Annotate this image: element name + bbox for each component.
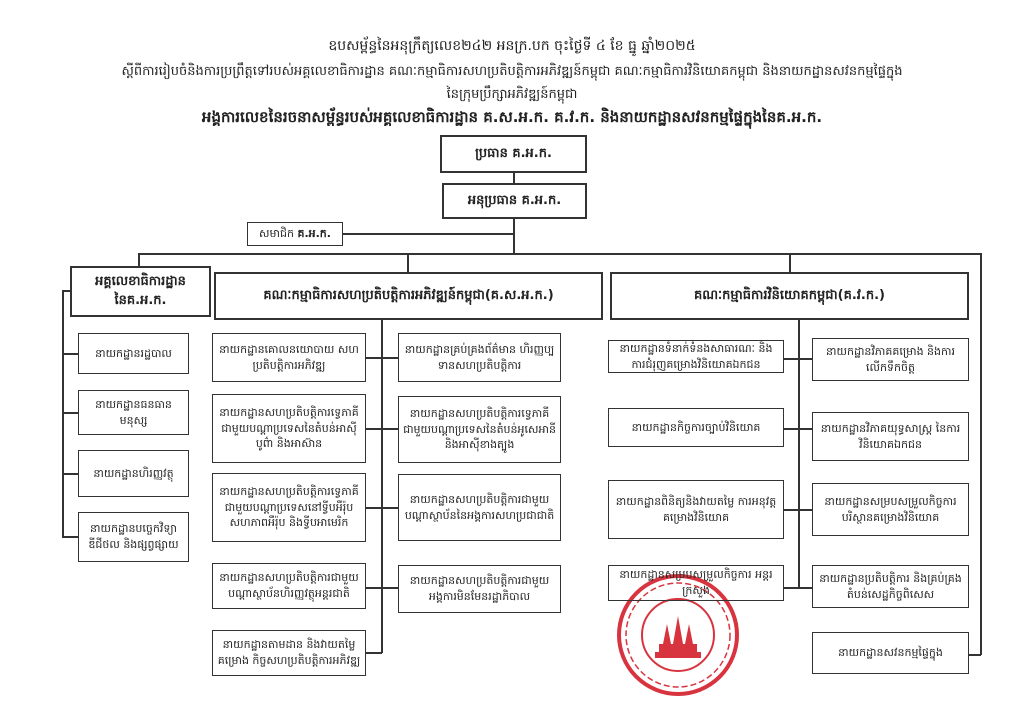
member-box: សមាជិក គ.អ.ក. [247, 222, 343, 246]
department-box: នាយកដ្ឋានសហប្រតិបត្តិការជាមួយ អង្គការមិន… [398, 565, 561, 613]
department-box: នាយកដ្ឋានកិច្ចការច្បាប់វិនិយោគ [608, 408, 784, 447]
department-box: នាយកដ្ឋានគោលនយោបាយ សហប្រតិបត្តិការអភិវឌ្… [212, 333, 366, 382]
header-ref: ឧបសម្ព័ន្ធនៃអនុក្រឹត្យលេខ២៤២ អនក្រ.បក ចុ… [328, 38, 696, 54]
connector [138, 253, 981, 255]
department-box: នាយកដ្ឋានសហប្រតិបត្តិការជាមួយ បណ្តាស្ថាប… [398, 474, 561, 541]
chairman-box: ប្រធាន គ.អ.ក. [440, 135, 587, 173]
connector [342, 233, 513, 235]
department-label: នាយកដ្ឋានកិច្ចការច្បាប់វិនិយោគ [631, 420, 761, 434]
connector [798, 320, 800, 588]
member-label: សមាជិក [259, 227, 294, 241]
department-label: នាយកដ្ឋានសហប្រតិបត្តិការជាមួយ អង្គការមិន… [409, 574, 550, 603]
department-label: នាយកដ្ឋានធនធានមនុស្ស [95, 397, 172, 427]
connector [62, 412, 78, 414]
connector [62, 290, 64, 537]
connector [62, 290, 70, 292]
department-label: នាយកដ្ឋានគ្រប់គ្រងព័ត៌មាន ហិរញ្ញប្បទានសហ… [404, 342, 555, 372]
connector [407, 253, 409, 273]
connector [365, 587, 398, 589]
department-label: នាយកដ្ឋានបច្ចេកវិទ្យា ឌីជីថល និងផ្សព្វផ្… [88, 522, 179, 551]
department-box: នាយកដ្ឋានសហប្រតិបត្តិការទ្វេភាគី ជាមួយបណ… [212, 473, 366, 542]
department-box: នាយកដ្ឋានធនធានមនុស្ស [78, 390, 189, 435]
connector [62, 536, 78, 538]
department-box: នាយកដ្ឋានបច្ចេកវិទ្យា ឌីជីថល និងផ្សព្វផ្… [78, 512, 189, 562]
department-label: នាយកដ្ឋានរដ្ឋបាល [95, 346, 172, 360]
department-label: នាយកដ្ឋានសហប្រតិបត្តិការទ្វេភាគី ជាមួយបណ… [403, 406, 556, 452]
connector [789, 253, 791, 273]
connector [365, 428, 398, 430]
connector [381, 320, 383, 653]
department-box: នាយកដ្ឋានសហប្រតិបត្តិការជាមួយ បណ្តាស្ថាប… [212, 563, 366, 609]
department-box: នាយកដ្ឋានប្រតិបត្តិការ និងគ្រប់គ្រងតំបន់… [812, 565, 969, 608]
department-label: នាយកដ្ឋានសម្របសម្រួលកិច្ចការ បរិស្ថានគម្… [824, 494, 957, 524]
department-label: នាយកដ្ឋានវិភាគគម្រោង និងការលើកទឹកចិត្ត [826, 344, 955, 374]
crdb-title: គណៈកម្មាធិការសហប្រតិបត្តិការអភិវឌ្ឍន៍កម្… [263, 287, 554, 303]
cib-box: គណៈកម្មាធិការវិនិយោគកម្ពុជា(គ.វ.ក.) [610, 272, 969, 320]
connector [62, 473, 78, 475]
department-label: នាយកដ្ឋានសហប្រតិបត្តិការជាមួយ បណ្តាស្ថាប… [219, 571, 359, 600]
vice-chairman-label: អនុប្រធាន គ.អ.ក. [467, 192, 562, 208]
department-box: នាយកដ្ឋានតាមដាន និងវាយតម្លៃគម្រោង កិច្ចស… [212, 630, 366, 676]
connector [968, 654, 981, 656]
department-box: នាយកដ្ឋានហិរញ្ញវត្ថុ [78, 450, 189, 497]
department-box: នាយកដ្ឋានពិនិត្យនិងវាយតម្លៃ ការអនុវត្តគម… [608, 480, 784, 539]
chairman-label: ប្រធាន គ.អ.ក. [475, 145, 552, 161]
connector [138, 253, 140, 267]
department-label: នាយកដ្ឋានតាមដាន និងវាយតម្លៃគម្រោង កិច្ចស… [217, 638, 361, 667]
department-box: នាយកដ្ឋានរដ្ឋបាល [78, 333, 189, 374]
department-label: នាយកដ្ឋានហិរញ្ញវត្ថុ [93, 466, 174, 480]
internal-audit-box: នាយកដ្ឋានសវនកម្មផ្ទៃក្នុង [812, 632, 969, 674]
chart-title: អង្គការលេខនៃរចនាសម្ព័ន្ធរបស់អគ្គលេខាធិកា… [201, 108, 823, 126]
connector [62, 353, 78, 355]
department-box: នាយកដ្ឋានសហប្រតិបត្តិការទ្វេភាគី ជាមួយបណ… [398, 396, 561, 463]
member-org: គ.អ.ក. [297, 227, 331, 241]
connector [365, 507, 398, 509]
connector [365, 652, 382, 654]
department-label: នាយកដ្ឋានគោលនយោបាយ សហប្រតិបត្តិការអភិវឌ្… [219, 342, 359, 372]
connector [783, 509, 812, 511]
header-subject-cont: នៃក្រុមប្រឹក្សាអភិវឌ្ឍន៍កម្ពុជា [446, 87, 578, 102]
department-box: នាយកដ្ឋានទំនាក់ទំនងសាធារណៈ និងការជំរុញគម… [608, 340, 784, 373]
department-label: នាយកដ្ឋានទំនាក់ទំនងសាធារណៈ និងការជំរុញគម… [619, 341, 773, 371]
department-label: នាយកដ្ឋានសហប្រតិបត្តិការជាមួយ បណ្តាស្ថាប… [404, 492, 555, 522]
department-label: នាយកដ្ឋានសវនកម្មផ្ទៃក្នុង [838, 646, 943, 660]
connector [980, 253, 982, 655]
secretariat-title: អគ្គលេខាធិការដ្ឋាន នៃគ.អ.ក. [95, 273, 186, 308]
department-box: នាយកដ្ឋានសម្របសម្រួលកិច្ចការ បរិស្ថានគម្… [812, 483, 969, 536]
vice-chairman-box: អនុប្រធាន គ.អ.ក. [442, 183, 587, 219]
connector [783, 358, 812, 360]
department-label: នាយកដ្ឋានសម្របសម្រួលកិច្ចការ អន្តរក្រសួង [619, 568, 773, 597]
department-box: នាយកដ្ឋានវិភាគគម្រោង និងការលើកទឹកចិត្ត [812, 338, 969, 381]
department-box: នាយកដ្ឋានគ្រប់គ្រងព័ត៌មាន ហិរញ្ញប្បទានសហ… [398, 333, 561, 382]
department-label: នាយកដ្ឋានពិនិត្យនិងវាយតម្លៃ ការអនុវត្តគម… [615, 494, 777, 524]
connector [783, 587, 812, 589]
official-seal-icon [617, 574, 739, 696]
cib-title: គណៈកម្មាធិការវិនិយោគកម្ពុជា(គ.វ.ក.) [694, 287, 885, 303]
crdb-box: គណៈកម្មាធិការសហប្រតិបត្តិការអភិវឌ្ឍន៍កម្… [214, 272, 603, 320]
department-label: នាយកដ្ឋានវិភាគយុទ្ធសាស្ត្រ នៃការវិនិយោគឯ… [820, 421, 961, 451]
header-subject: ស្តីពីការរៀបចំនិងការប្រព្រឹត្តទៅរបស់អគ្គ… [121, 64, 903, 79]
department-box: នាយកដ្ឋានវិភាគយុទ្ធសាស្ត្រ នៃការវិនិយោគឯ… [812, 412, 969, 461]
department-box: នាយកដ្ឋានសម្របសម្រួលកិច្ចការ អន្តរក្រសួង [608, 565, 784, 601]
department-label: នាយកដ្ឋានសហប្រតិបត្តិការទ្វេភាគី ជាមួយបណ… [219, 484, 359, 530]
department-label: នាយកដ្ឋានសហប្រតិបត្តិការទ្វេភាគី ជាមួយបណ… [219, 405, 359, 451]
department-box: នាយកដ្ឋានសហប្រតិបត្តិការទ្វេភាគី ជាមួយបណ… [212, 394, 366, 463]
connector [783, 428, 812, 430]
secretariat-box: អគ្គលេខាធិការដ្ឋាន នៃគ.អ.ក. [70, 266, 211, 317]
department-label: នាយកដ្ឋានប្រតិបត្តិការ និងគ្រប់គ្រងតំបន់… [819, 571, 962, 601]
connector [365, 357, 398, 359]
